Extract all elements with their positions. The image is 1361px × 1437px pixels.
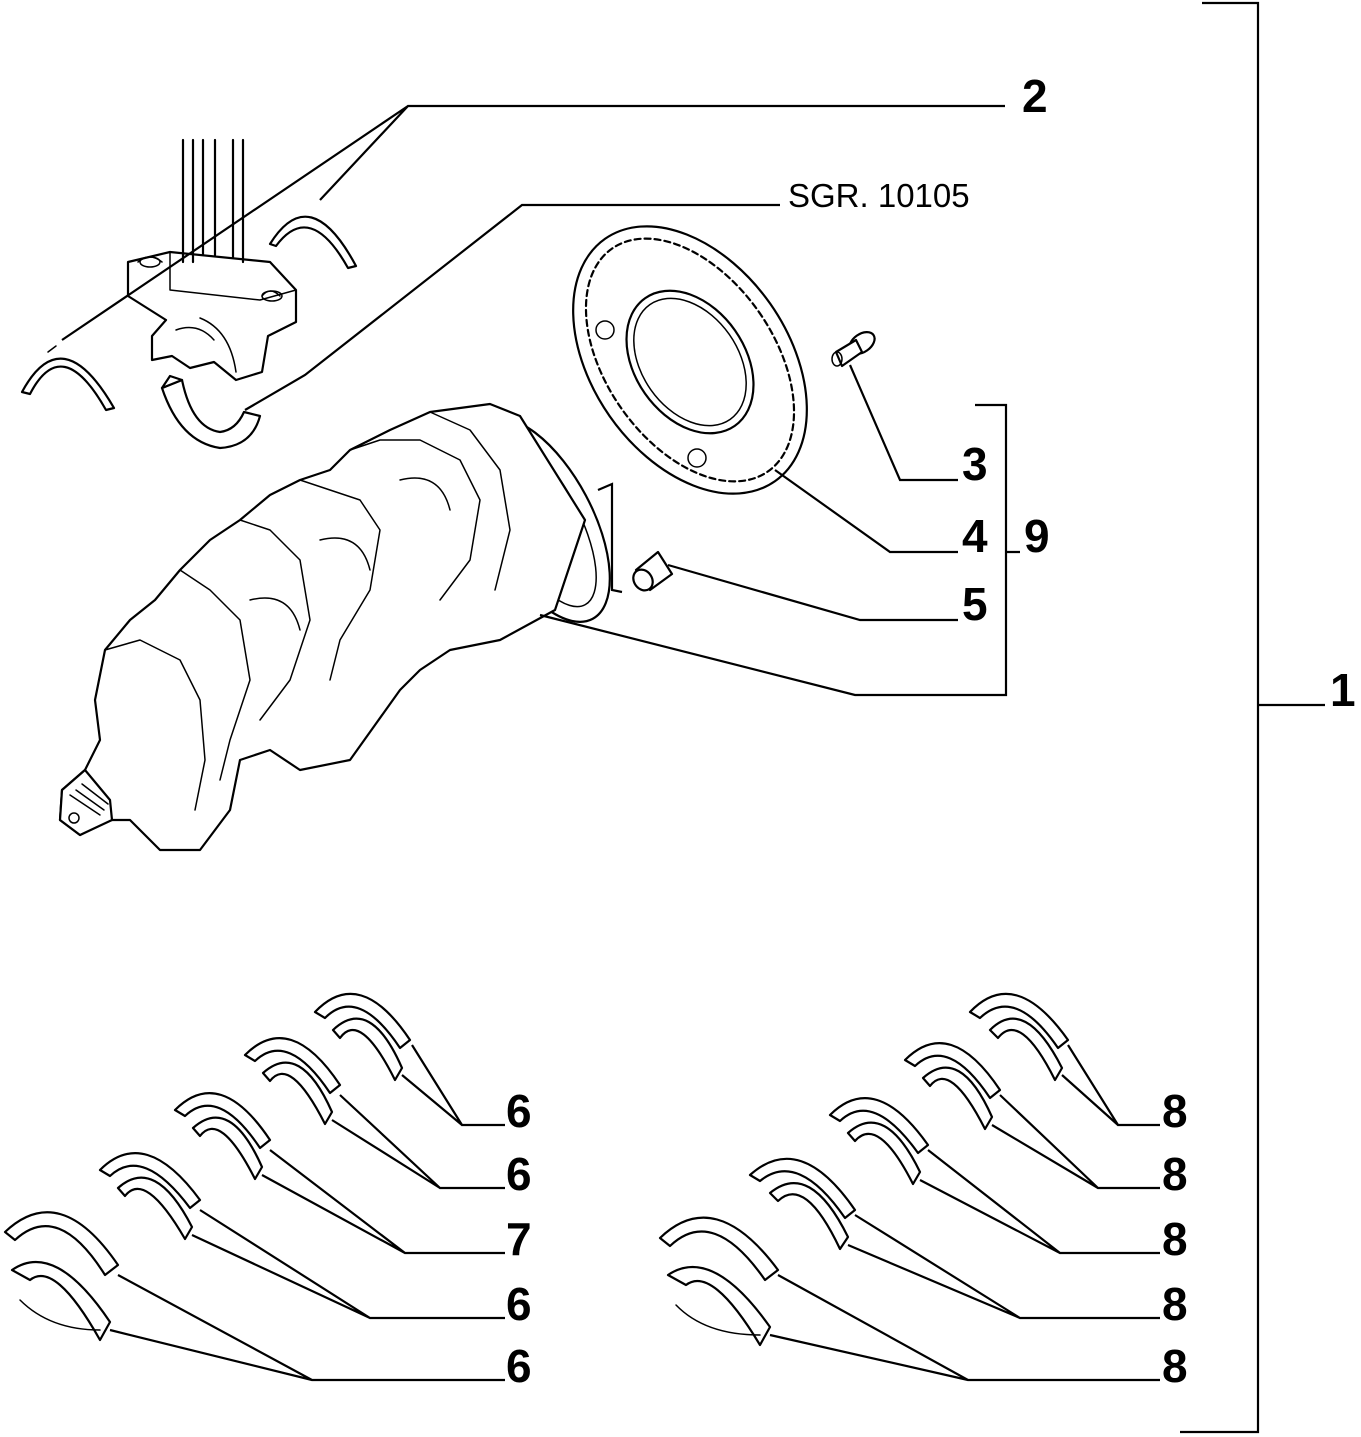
bearing-shell-pair	[828, 1097, 930, 1186]
bolt	[831, 330, 876, 368]
bearing-shell-pair	[313, 992, 412, 1082]
bearing-shell-pair	[968, 992, 1070, 1082]
label-8: 8	[1162, 1340, 1188, 1392]
label-8: 8	[1162, 1278, 1188, 1330]
crankshaft	[58, 402, 611, 852]
bearing-shell-pair	[748, 1157, 857, 1251]
bearing-shell-pair	[173, 1092, 272, 1181]
bearing-shell-pair	[98, 1152, 202, 1241]
label-8: 8	[1162, 1148, 1188, 1200]
label-6: 6	[506, 1278, 532, 1330]
bearing-shell-pair	[243, 1037, 342, 1126]
reference-sgr: SGR. 10105	[788, 177, 970, 214]
label-4: 4	[962, 510, 988, 562]
bearing-leader-lines	[109, 1044, 1160, 1382]
label-8: 8	[1162, 1085, 1188, 1137]
label-1: 1	[1330, 664, 1356, 716]
leader-lines	[61, 1, 1325, 1434]
main-bearing-shells-left	[3, 992, 412, 1342]
dowel-pin	[632, 550, 674, 592]
label-2: 2	[1022, 70, 1048, 122]
label-8: 8	[1162, 1213, 1188, 1265]
label-6: 6	[506, 1148, 532, 1200]
label-6: 6	[506, 1085, 532, 1137]
bearing-shell-pair	[658, 1216, 780, 1347]
rod-bearing-shell-upper	[268, 215, 358, 270]
label-6: 6	[506, 1340, 532, 1392]
main-bearing-shells-right	[658, 992, 1070, 1347]
tone-wheel	[572, 225, 808, 495]
rod-bearing-shell-lower	[20, 345, 116, 412]
rod-cap-bearing	[160, 374, 262, 450]
label-5: 5	[962, 578, 988, 630]
bearing-shell-pair	[3, 1211, 120, 1342]
label-7: 7	[506, 1213, 532, 1265]
callout-labels: 2 SGR. 10105 3 4 9 5 1 6 6 7 6 6 8 8 8 8…	[506, 70, 1356, 1392]
connecting-rod	[126, 138, 298, 382]
label-3: 3	[962, 438, 988, 490]
label-9: 9	[1024, 510, 1050, 562]
bearing-shell-pair	[903, 1042, 1002, 1131]
